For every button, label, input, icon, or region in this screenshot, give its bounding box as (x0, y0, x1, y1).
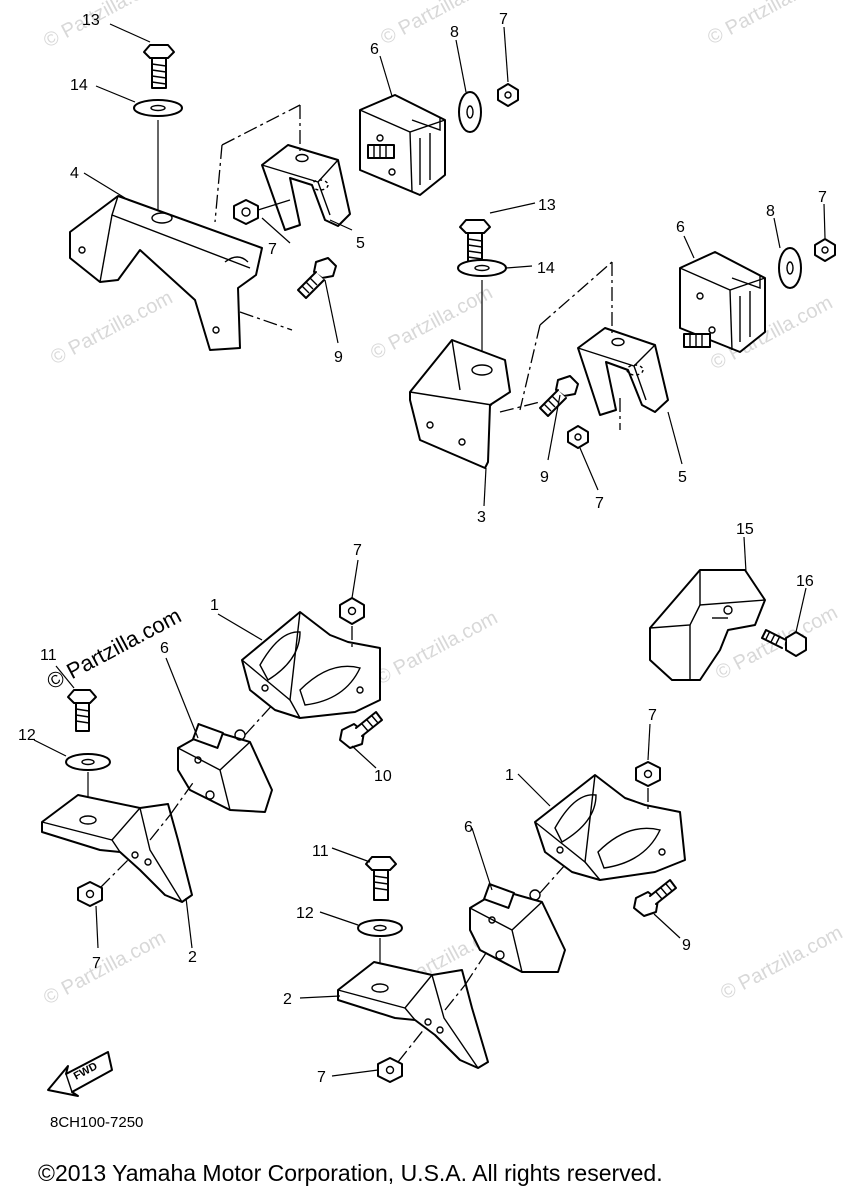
nut-7-icon (233, 199, 259, 225)
stopper-15-icon (649, 569, 766, 681)
callout-label: 7 (595, 495, 604, 512)
callout-label: 1 (210, 597, 219, 614)
callout-label: 2 (188, 949, 197, 966)
bracket-2-icon (337, 961, 489, 1069)
callout-label: 7 (499, 11, 508, 28)
nut-7-icon (77, 881, 103, 907)
callout-label: 7 (818, 189, 827, 206)
callout-label: 9 (540, 469, 549, 486)
callout-labels: 13 14 4 6 8 7 7 5 9 13 14 6 8 7 9 7 5 3 … (18, 11, 827, 1086)
callout-label: 10 (374, 768, 392, 785)
callout-label: 6 (160, 640, 169, 657)
watermark-text: © Partzilla.com (377, 0, 506, 49)
bracket-1-icon (534, 774, 686, 881)
bracket-4-icon (69, 195, 263, 351)
callout-label: 2 (283, 991, 292, 1008)
bolt-9-icon (297, 257, 337, 299)
damper-6-icon (679, 251, 766, 353)
callout-label: 4 (70, 165, 79, 182)
nut-7-icon (567, 425, 589, 449)
bracket-3-icon (409, 339, 511, 469)
callout-label: 15 (736, 521, 754, 538)
bolt-11-icon (365, 856, 397, 901)
callout-label: 16 (796, 573, 814, 590)
washer-14-icon (457, 259, 507, 277)
bolt-13-icon (459, 219, 491, 264)
callout-label: 11 (40, 647, 57, 664)
nut-7-icon (635, 761, 661, 787)
washer-12-icon (65, 753, 111, 771)
callout-label: 7 (92, 955, 101, 972)
callout-label: 12 (296, 905, 314, 922)
watermark-text: © Partzilla.com (704, 0, 833, 49)
callout-label: 3 (477, 509, 486, 526)
callout-label: 14 (537, 260, 555, 277)
callout-label: 9 (334, 349, 343, 366)
diagram-code: 8CH100-7250 (50, 1114, 143, 1131)
callout-label: 12 (18, 727, 36, 744)
watermark-text: © Partzilla.com (717, 922, 846, 1005)
leader-lines (33, 23, 826, 1077)
bolt-13-icon (143, 44, 175, 89)
callout-label: 8 (450, 24, 459, 41)
callout-label: 1 (505, 767, 514, 784)
watermark-text: © Partzilla.com (40, 927, 169, 1010)
nut-7-icon (377, 1057, 403, 1083)
washer-8-icon (778, 247, 802, 289)
callout-label: 13 (82, 12, 100, 29)
assembly-lower-right (337, 761, 686, 1083)
callout-label: 14 (70, 77, 88, 94)
watermark-text: © Partzilla.com (47, 287, 176, 370)
damper-6-icon (469, 883, 566, 973)
callout-label: 5 (678, 469, 687, 486)
callout-label: 7 (268, 241, 277, 258)
bolt-16-icon (761, 629, 807, 657)
callout-label: 7 (648, 707, 657, 724)
callout-label: 11 (312, 843, 329, 860)
damper-6-icon (359, 94, 446, 196)
fwd-arrow-icon: FWD (47, 1051, 113, 1097)
washer-14-icon (133, 99, 183, 117)
damper-6-icon (177, 723, 273, 813)
assembly-upper-right (409, 219, 836, 469)
assembly-upper-left (69, 44, 519, 351)
callout-label: 6 (464, 819, 473, 836)
nut-7-icon (497, 83, 519, 107)
bracket-2-icon (41, 794, 193, 903)
washer-12-icon (357, 919, 403, 937)
bracket-5-icon (261, 144, 351, 231)
washer-8-icon (458, 91, 482, 133)
callout-label: 6 (676, 219, 685, 236)
bracket-1-icon (241, 611, 381, 719)
bolt-9-icon (539, 375, 579, 417)
callout-label: 8 (766, 203, 775, 220)
nut-7-icon (814, 238, 836, 262)
assembly-lower-left (41, 597, 383, 907)
callout-label: 5 (356, 235, 365, 252)
callout-label: 7 (317, 1069, 326, 1086)
bolt-11-icon (67, 689, 97, 732)
callout-label: 13 (538, 197, 556, 214)
bracket-5-icon (577, 327, 669, 416)
callout-label: 6 (370, 41, 379, 58)
bolt-9-icon (633, 879, 677, 917)
copyright-notice: ©2013 Yamaha Motor Corporation, U.S.A. A… (38, 1160, 663, 1186)
nut-7-icon (339, 597, 365, 625)
bolt-10-icon (339, 711, 383, 749)
assembly-part-15 (649, 569, 807, 681)
watermark-text: © Partzilla.com (372, 607, 501, 690)
callout-label: 9 (682, 937, 691, 954)
callout-label: 7 (353, 542, 362, 559)
